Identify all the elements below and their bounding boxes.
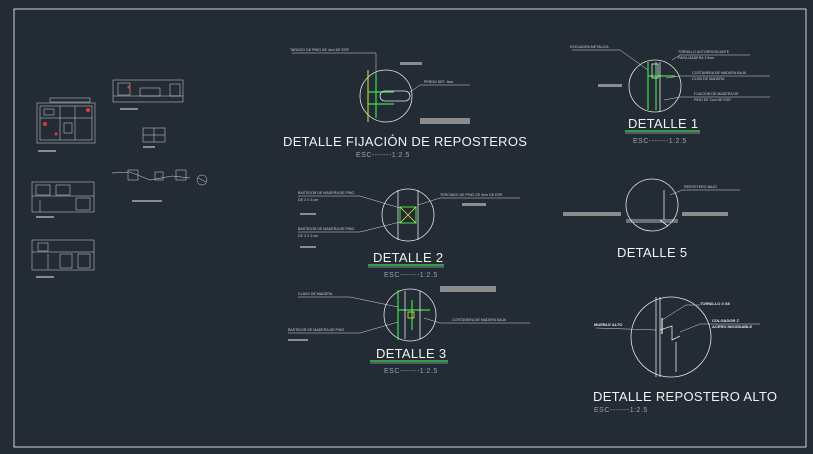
detail-2[interactable]: BASTIDOR DE MADERA DE PINO DE 3 X 3 cm B… — [298, 188, 520, 279]
detail-title: DETALLE 2 — [373, 250, 443, 265]
note-3: PARA MADERA 1½cm — [678, 56, 714, 60]
detail-circle — [628, 59, 682, 113]
detail-1[interactable]: ESCUADRA METALICA TORNILLO AUTORROSCANTE… — [570, 45, 770, 145]
detail-scale: ESC-------1:2.5 — [384, 368, 438, 375]
detail-fijacion-reposteros[interactable]: TARUGO DE PINO DE 4cm DE ESP. PERNO DET.… — [283, 48, 527, 159]
note-1: CLAVO DE MADERA — [298, 292, 333, 296]
detail-5[interactable]: REPOSTERO BAJO DETALLE 5 — [563, 178, 740, 260]
thumbnail-section-small[interactable] — [142, 127, 166, 148]
detail-repostero-alto[interactable]: TORNILLO 3 X8 MUEBLE ALTO COLGADOR Z ACE… — [593, 296, 777, 414]
thumbnail-detail-set[interactable] — [111, 169, 208, 202]
detail-title: DETALLE 1 — [628, 116, 698, 131]
note-4: ACERO INOXIDABLE — [712, 324, 753, 329]
detail-title: DETALLE FIJACIÓN DE REPOSTEROS — [283, 134, 527, 149]
note-1: TARUGO DE PINO DE 4cm DE ESP. — [290, 48, 349, 52]
thumbnail-plan[interactable] — [36, 97, 96, 152]
detail-circle — [359, 69, 413, 123]
note-3: COSTANERA DE MADERA BAJA — [452, 318, 507, 322]
detail-title: DETALLE 3 — [376, 346, 446, 361]
detail-circle — [625, 178, 679, 232]
detail-circle — [630, 296, 712, 378]
note-2: PERNO DET. 4cm — [424, 80, 453, 84]
note-7: PINO DE 2cm DE ESP. — [694, 98, 731, 102]
thumbnail-elevation-top[interactable] — [112, 79, 184, 110]
note-2: TORNILLO AUTORROSCANTE — [678, 50, 730, 54]
note-1: REPOSTERO BAJO — [684, 185, 717, 189]
detail-scale: ESC-------1:2.5 — [633, 138, 687, 145]
detail-scale: ESC-------1:2.5 — [594, 407, 648, 414]
detail-3[interactable]: CLAVO DE MADERA BASTIDOR DE MADERA DE PI… — [288, 286, 530, 375]
note-4: COSTANERA DE MADERA BAJA — [692, 71, 747, 75]
detail-circle — [381, 188, 435, 242]
note-2: MUEBLE ALTO — [594, 322, 622, 327]
note-5: TERCIADO DE PINO DE 4cm DE ESP. — [440, 193, 503, 197]
note-6: FIJACION DE MADERA DE — [694, 92, 739, 96]
detail-title: DETALLE 5 — [617, 245, 687, 260]
thumbnail-elevation-1[interactable] — [31, 181, 95, 218]
note-1: ESCUADRA METALICA — [570, 45, 609, 49]
note-1: BASTIDOR DE MADERA DE PINO — [298, 191, 355, 195]
drawing-frame — [13, 8, 807, 448]
note-1: TORNILLO 3 X8 — [700, 301, 730, 306]
detail-scale: ESC-------1:2.5 — [384, 272, 438, 279]
detail-title: DETALLE REPOSTERO ALTO — [593, 389, 777, 404]
detail-scale: ESC-------1:2.5 — [356, 152, 410, 159]
detail-circle — [383, 288, 437, 342]
note-4: DE 3 X 3 cm — [298, 234, 318, 238]
note-5: CLON DE MADERA — [692, 77, 725, 81]
note-2: DE 3 X 3 cm — [298, 198, 318, 202]
note-2: BASTIDOR DE MADERA DE PINO — [288, 328, 345, 332]
note-3: BASTIDOR DE MADERA DE PINO — [298, 227, 355, 231]
note-3: COLGADOR Z — [712, 318, 739, 323]
thumbnail-elevation-2[interactable] — [31, 239, 95, 278]
